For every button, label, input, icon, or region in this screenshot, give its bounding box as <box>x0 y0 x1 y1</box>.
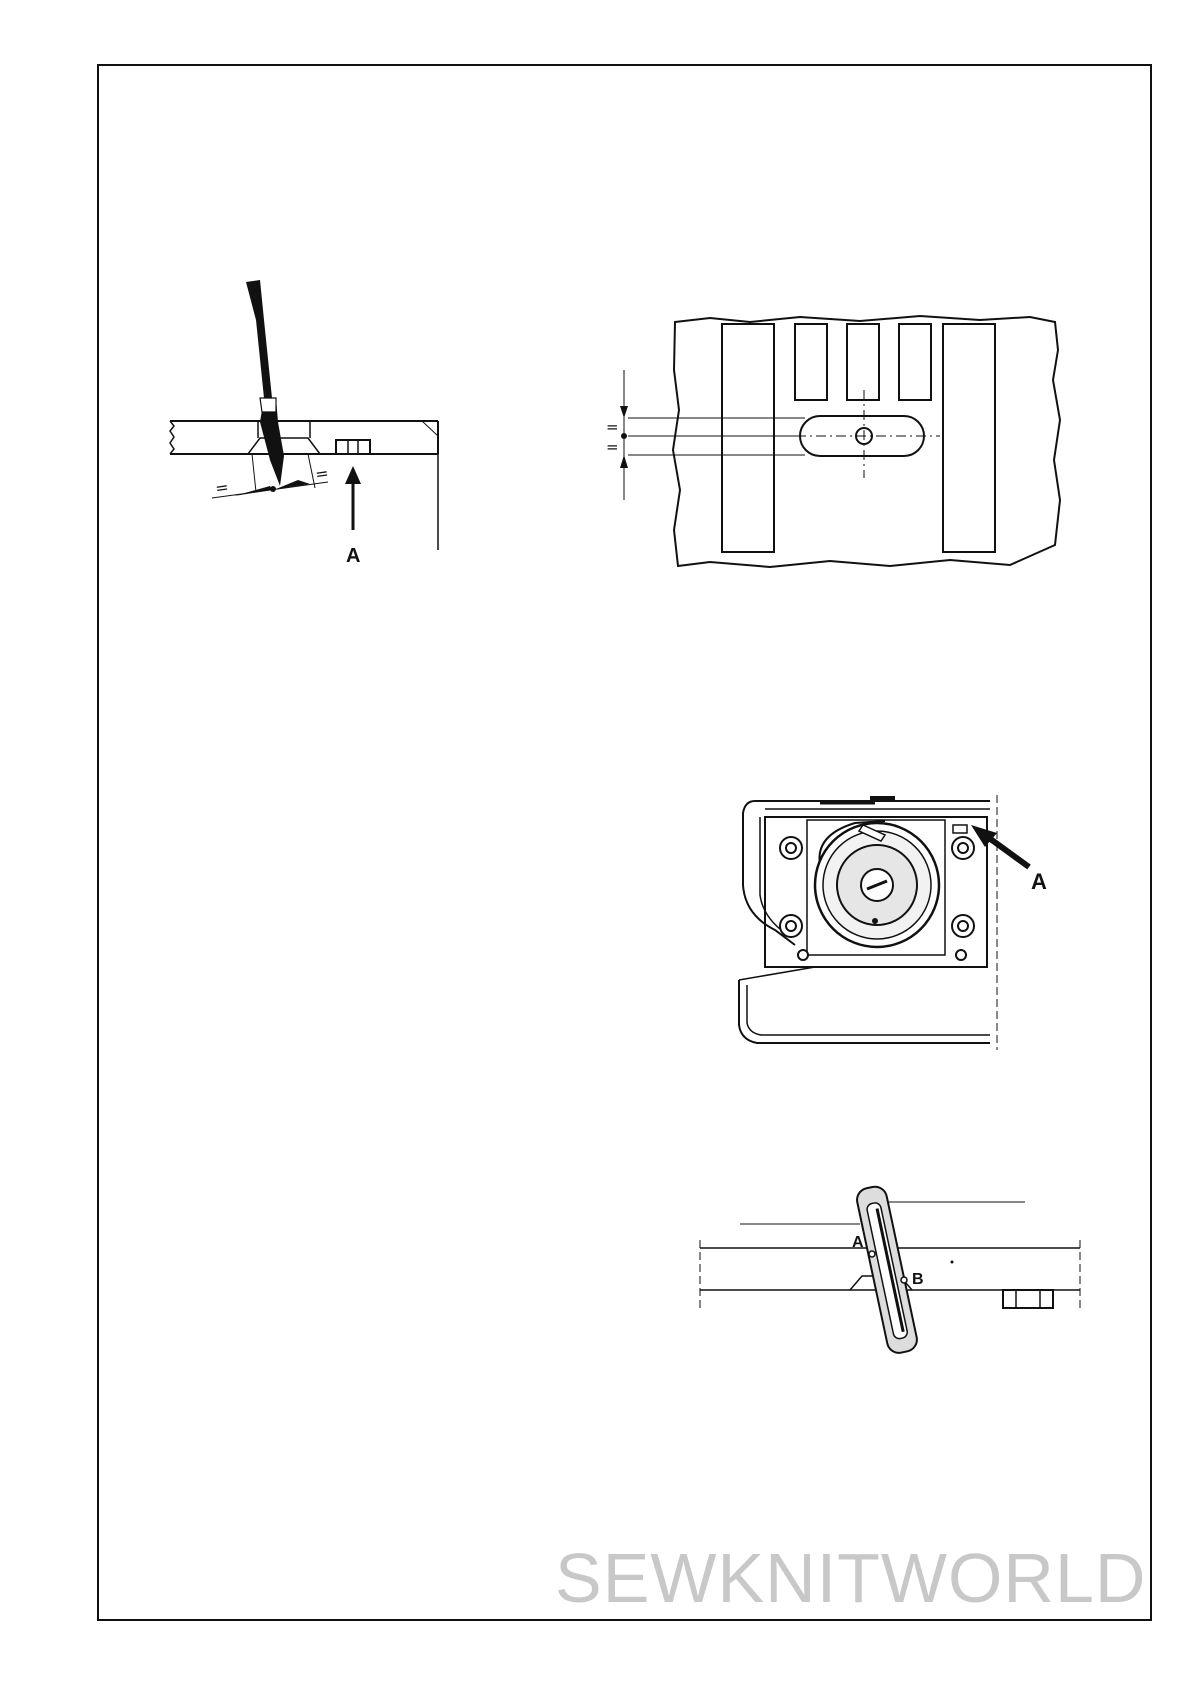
needle-side-diagram: = = A <box>160 280 460 570</box>
gauge-check-diagram: A B <box>690 1180 1090 1360</box>
bobbin-case-diagram: A <box>735 795 1075 1050</box>
watermark: SEWKNITWORLD <box>555 1538 1155 1618</box>
label-a-needle: A <box>346 545 360 567</box>
equal-mark-right: = <box>314 463 330 484</box>
equal-mark-top: = <box>606 418 619 436</box>
equal-mark-left: = <box>214 477 230 498</box>
label-a-gauge: A <box>852 1234 864 1251</box>
equal-mark-bottom: = <box>606 438 619 456</box>
label-b-gauge: B <box>912 1271 924 1288</box>
needle-plate-top-diagram: = = <box>600 310 1070 575</box>
label-a-bobbin: A <box>1031 869 1047 894</box>
